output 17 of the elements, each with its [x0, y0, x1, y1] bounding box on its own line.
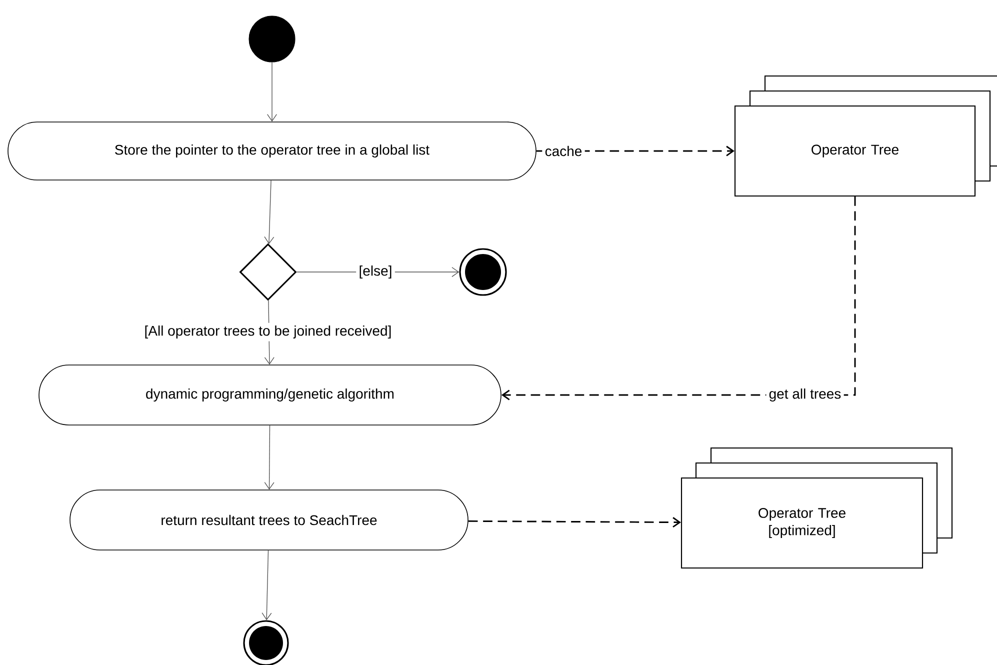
- end-node: [243, 620, 289, 665]
- end-node: [459, 248, 507, 296]
- action-box: dynamic programming/genetic algorithm: [38, 364, 502, 426]
- action-box: return resultant trees to SeachTree: [70, 490, 468, 550]
- start-node: [248, 16, 296, 62]
- object-stack: Operator Tree [optimized]: [680, 447, 953, 569]
- arrow: [267, 62, 277, 122]
- action-box: Store the pointer to the operator tree in a global list: [8, 122, 536, 180]
- arrow: [264, 180, 274, 244]
- arrow: [264, 425, 274, 490]
- edge-label: get all trees: [766, 386, 844, 404]
- object-stack: Operator Tree: [734, 75, 997, 197]
- edge-label: [All operator trees to be joined received]: [142, 322, 394, 342]
- edge-label: [else]: [356, 262, 395, 282]
- arrow: [262, 550, 272, 620]
- arrow: [468, 517, 681, 528]
- edge-label: cache: [542, 143, 585, 159]
